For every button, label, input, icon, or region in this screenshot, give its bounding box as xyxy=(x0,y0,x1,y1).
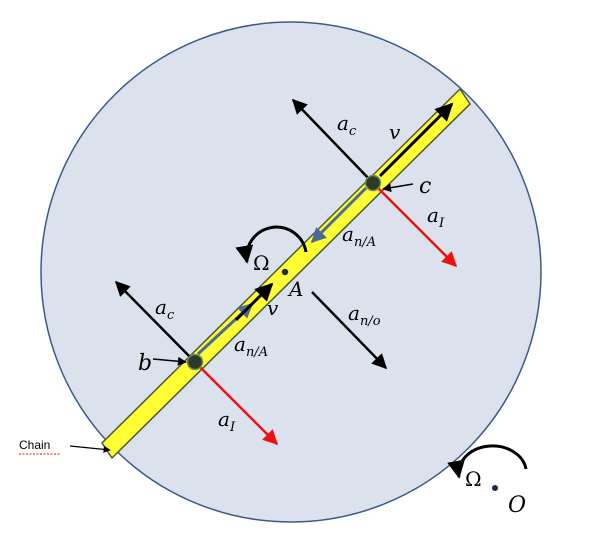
a-no-arrow xyxy=(311,291,388,370)
pointer-c xyxy=(382,183,414,193)
upper-a-nA-label: an/A xyxy=(342,222,376,250)
point-O-label: O xyxy=(508,493,526,518)
lower-a-c-label: ac xyxy=(155,295,175,323)
pointer-b xyxy=(152,356,187,366)
upper-velocity-arrow xyxy=(378,102,454,178)
upper-velocity-label: v xyxy=(389,120,401,144)
omega-rotation-arrow-O xyxy=(447,444,528,479)
lower-velocity-label: v xyxy=(267,296,279,320)
upper-a-c-label: ac xyxy=(337,111,357,139)
upper-a-nA-arrow xyxy=(310,186,368,244)
pointer-chain xyxy=(69,445,111,453)
upper-a-I-arrow xyxy=(375,185,458,268)
upper-a-I-label: aI xyxy=(427,203,445,231)
omega-label-A: Ω xyxy=(253,251,270,275)
a-no-label: an/o xyxy=(348,301,381,329)
lower-a-I-label: aI xyxy=(218,407,236,435)
chain-label: Chain xyxy=(19,438,50,452)
lower-a-c-arrow xyxy=(114,280,195,362)
bead-b xyxy=(186,353,204,371)
lower-a-I-arrow xyxy=(197,364,279,446)
center-point-A xyxy=(281,268,289,276)
fixed-point-O xyxy=(492,485,498,491)
point-c-label: c xyxy=(419,174,431,199)
point-A-label: A xyxy=(287,277,303,301)
point-b-label: b xyxy=(138,351,152,376)
lower-velocity-arrow xyxy=(234,282,274,322)
bead-c xyxy=(364,174,382,192)
lower-a-nA-label: an/A xyxy=(234,332,268,360)
omega-label-O: Ω xyxy=(465,467,482,491)
upper-a-c-arrow xyxy=(291,98,373,183)
omega-rotation-arrow-A xyxy=(235,225,308,264)
